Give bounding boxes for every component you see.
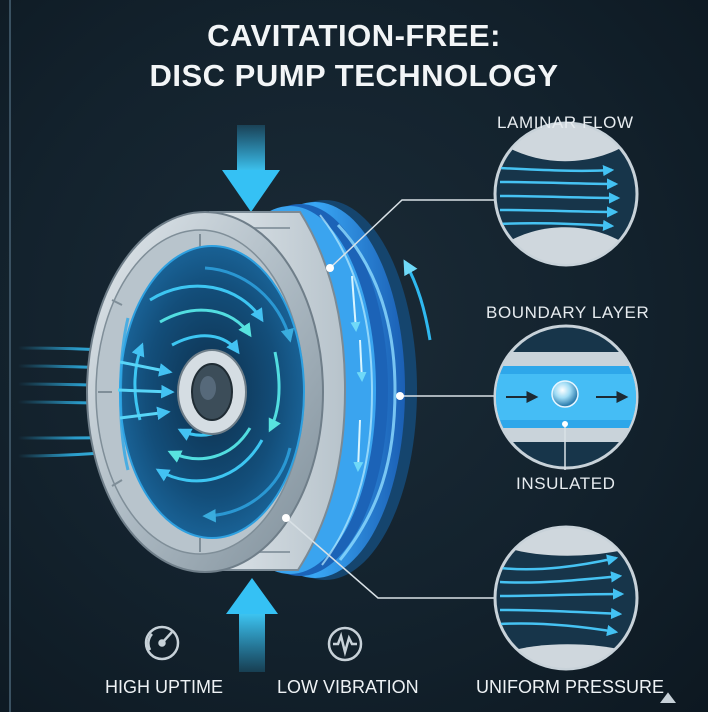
callout-dot-boundary: [396, 392, 404, 400]
bottom-inflow-arrow: [226, 578, 278, 672]
gauge-icon: [144, 625, 180, 661]
feature-uniform-pressure: UNIFORM PRESSURE: [476, 677, 665, 697]
uniform-pressure-detail: [493, 525, 639, 671]
left-edge-line: [9, 0, 11, 712]
laminar-flow-detail: [493, 121, 639, 267]
top-inflow-arrow: [222, 125, 280, 212]
title-line-2: DISC PUMP TECHNOLOGY: [149, 58, 559, 93]
feature-high-uptime: HIGH UPTIME: [105, 677, 224, 697]
callout-lines: [285, 199, 496, 599]
pressure-icon: [660, 692, 676, 703]
boundary-layer-label: BOUNDARY LAYER: [486, 303, 650, 322]
disc-pump: [86, 200, 432, 580]
laminar-flow-label: LAMINAR FLOW: [497, 113, 634, 132]
feature-low-vibration: LOW VIBRATION: [277, 677, 419, 697]
boundary-layer-detail: [493, 324, 639, 470]
waveform-icon: [327, 626, 363, 662]
insulated-label: INSULATED: [516, 474, 616, 493]
callout-dot-pressure: [282, 514, 290, 522]
callout-dot-laminar: [326, 264, 334, 272]
title-line-1: CAVITATION-FREE:: [207, 18, 501, 53]
